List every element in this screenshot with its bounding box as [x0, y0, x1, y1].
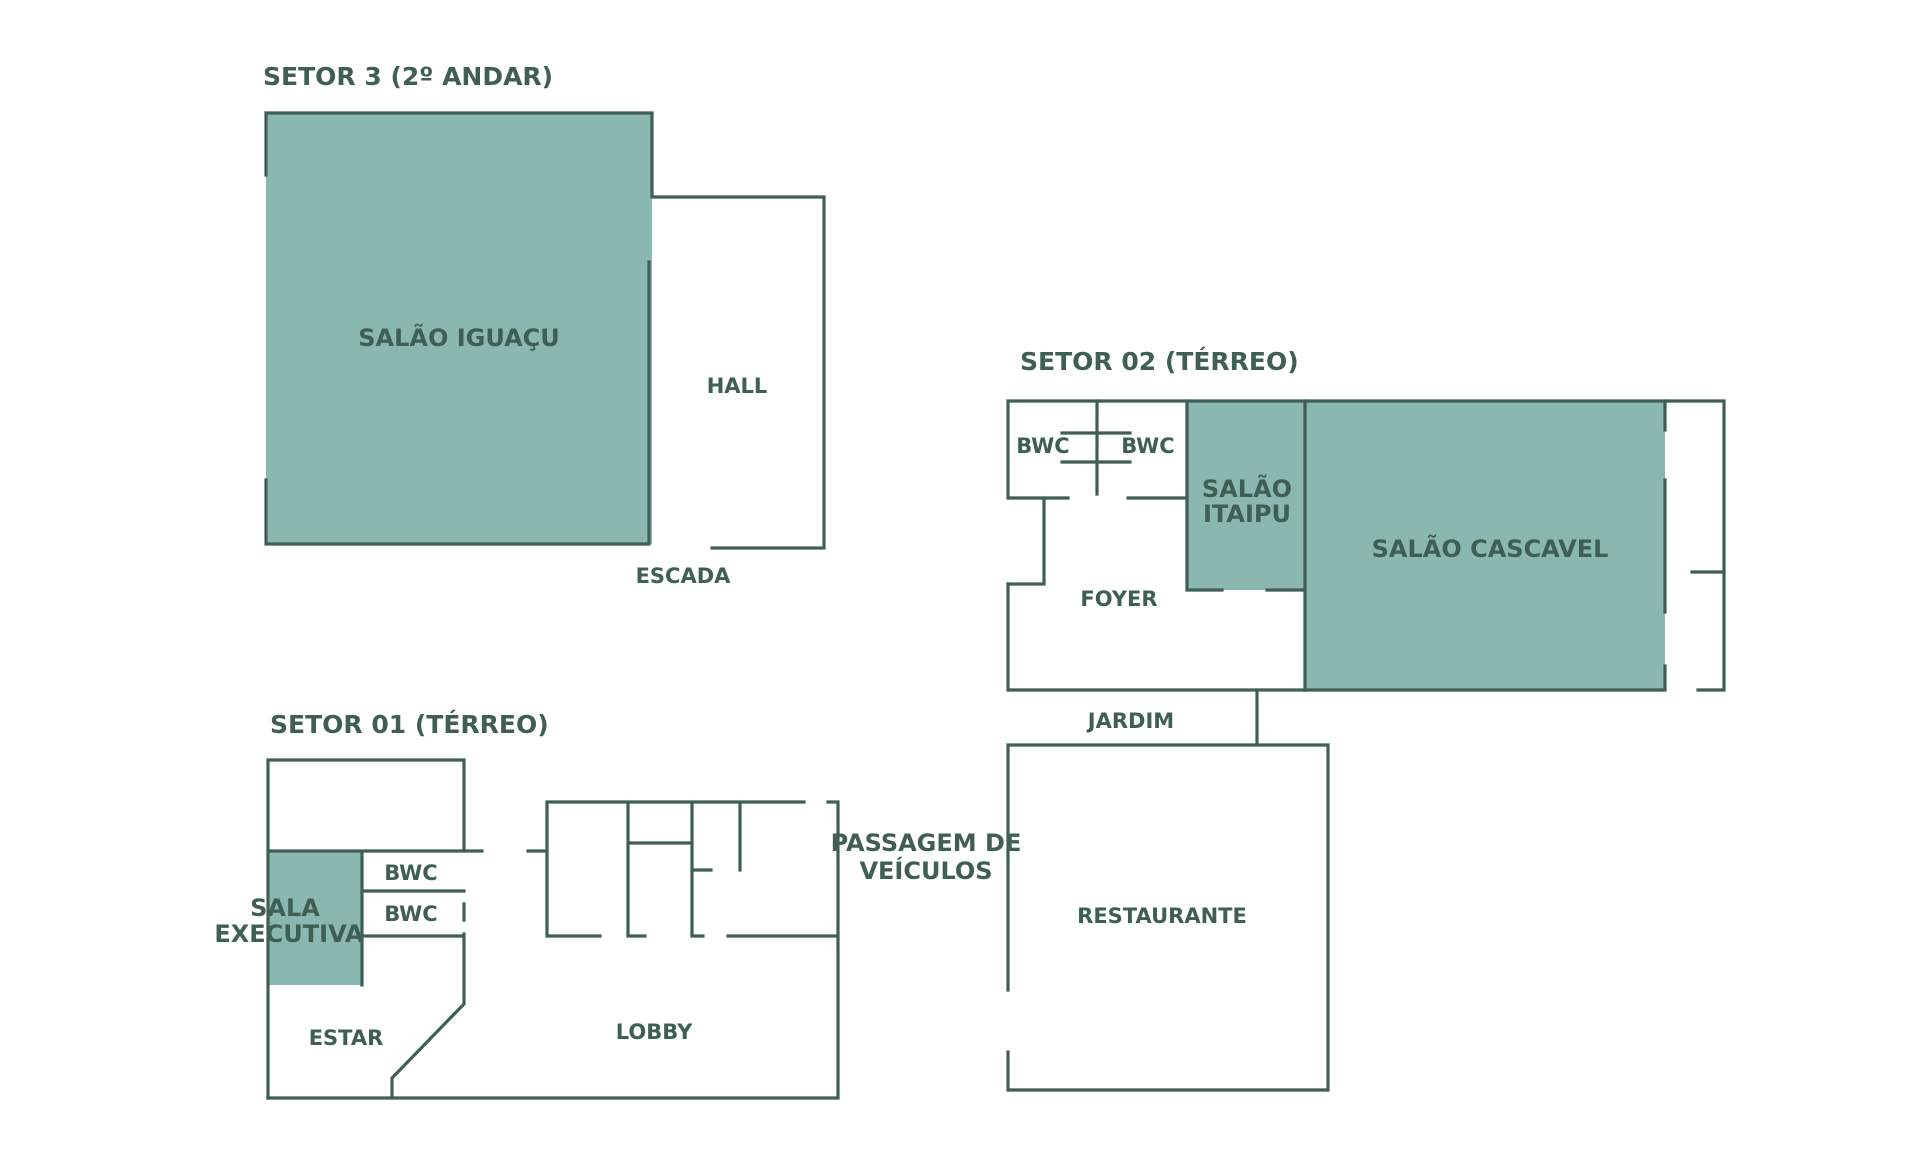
salao-cascavel-room[interactable] [1305, 401, 1665, 689]
escada-label: ESCADA [636, 564, 732, 588]
lobby-label: LOBBY [616, 1020, 693, 1044]
jardim-label: JARDIM [1086, 709, 1174, 733]
hall-label: HALL [707, 374, 768, 398]
salao-cascavel-label: SALÃO CASCAVEL [1372, 534, 1609, 563]
sector-3-title: SETOR 3 (2º ANDAR) [263, 62, 553, 91]
passagem-label-line1: PASSAGEM DE [831, 829, 1022, 857]
salao-iguacu-walls [264, 111, 654, 546]
sala-executiva-label-line2: EXECUTIVA [214, 920, 364, 948]
setor-01-outer-walls [266, 800, 840, 1100]
sala-executiva-label-line1: SALA [250, 894, 320, 922]
salao-itaipu-room[interactable] [1187, 401, 1305, 590]
restaurante-walls [1006, 743, 1330, 1092]
salao-itaipu-walls [1185, 399, 1307, 692]
salao-iguacu-label: SALÃO IGUAÇU [358, 323, 560, 352]
sector-02-plan [1006, 399, 1726, 692]
setor-02-outer-walls [1006, 399, 1726, 692]
passagem-label-line2: VEÍCULOS [859, 856, 992, 885]
bwc-s1-top-label: BWC [384, 861, 437, 885]
sector-01-plan [266, 758, 840, 1100]
sector-02-title: SETOR 02 (TÉRREO) [1020, 347, 1299, 376]
bwc-left-label: BWC [1016, 434, 1069, 458]
hall-walls [650, 195, 826, 550]
estar-label: ESTAR [309, 1026, 384, 1050]
salao-cascavel-walls [1303, 399, 1726, 692]
salao-itaipu-label-line1: SALÃO [1202, 474, 1292, 503]
foyer-label: FOYER [1080, 587, 1157, 611]
bwc-right-label: BWC [1121, 434, 1174, 458]
sector-01-title: SETOR 01 (TÉRREO) [270, 710, 549, 739]
salao-itaipu-label-line2: ITAIPU [1203, 500, 1291, 528]
sector-3-plan [264, 111, 826, 550]
lobby-inner-walls [526, 800, 806, 938]
bwc-s1-bottom-label: BWC [384, 902, 437, 926]
setor-01-left-walls [266, 758, 484, 1100]
sala-executiva-room[interactable] [268, 851, 362, 985]
salao-iguacu-room[interactable] [266, 113, 652, 544]
restaurante-label: RESTAURANTE [1077, 904, 1247, 928]
restaurante-plan [1006, 743, 1330, 1092]
bwc-partitions [1006, 399, 1189, 586]
